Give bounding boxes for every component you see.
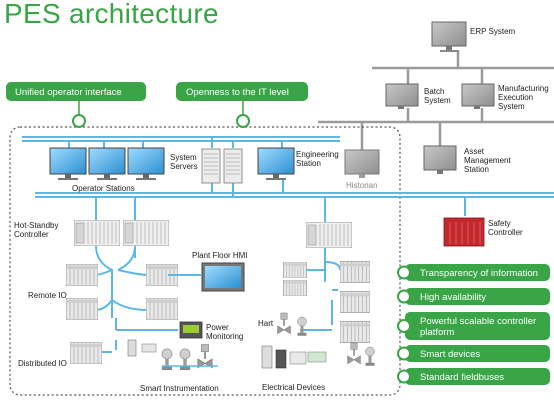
pill-smart-devices: Smart devices	[397, 345, 550, 362]
power-meter-icon	[179, 321, 203, 339]
field-controller-icon	[306, 222, 352, 248]
hot-standby-controller-b-icon	[123, 220, 169, 246]
smart-instrument-group	[127, 339, 218, 370]
erp-monitor-icon	[431, 21, 467, 52]
remote-io-rack-2-icon	[66, 298, 98, 320]
server-1-icon	[201, 148, 221, 184]
hmi-panel-icon	[201, 262, 245, 292]
hart-valve-icon	[277, 312, 291, 335]
operator-station-1-icon	[49, 147, 87, 180]
pill-transparency-text: Transparency of information	[420, 268, 538, 279]
field-io-rack-1-icon	[340, 261, 370, 283]
safety-controller-icon	[443, 217, 485, 247]
hart-transmitter-icon	[297, 316, 307, 336]
electrical-devices-group	[261, 342, 375, 369]
valve-icon	[197, 344, 213, 369]
unified-operator-text: Unified operator interface	[15, 87, 122, 98]
pill-high-availability-text: High availability	[420, 292, 486, 303]
pill-standard-fieldbuses: Standard fieldbuses	[397, 368, 550, 385]
control-network	[22, 136, 554, 222]
remote-io-rack-4-icon	[146, 298, 178, 320]
historian-label: Historian	[346, 181, 378, 190]
plant-boundary	[9, 126, 401, 396]
openness-text: Openness to the IT level	[186, 87, 289, 98]
smart-instrumentation-label: Smart Instrumentation	[140, 384, 219, 393]
operator-stations-label: Operator Stations	[72, 184, 135, 193]
operator-station-2-icon	[88, 147, 126, 180]
field-io-rack-3-icon	[340, 321, 370, 343]
mes-monitor-icon	[461, 83, 495, 109]
transmitter-icon-2	[179, 348, 191, 370]
electrical-rack-2-icon	[282, 280, 308, 296]
distributed-io-label: Distributed IO	[18, 359, 67, 368]
hart-label: Hart	[258, 319, 274, 328]
pill-standard-fieldbuses-text: Standard fieldbuses	[420, 372, 504, 383]
pill-high-availability: High availability	[397, 288, 550, 305]
engineering-station-icon	[257, 147, 295, 180]
batch-monitor-icon	[385, 83, 419, 109]
pill-smart-devices-text: Smart devices	[420, 349, 480, 360]
hot-standby-controller-a-icon	[74, 220, 120, 246]
plant-floor-hmi-label: Plant Floor HMI	[192, 251, 248, 260]
asset-management-icon	[423, 145, 457, 174]
field-io-rack-2-icon	[340, 291, 370, 313]
electrical-rack-1-icon	[282, 262, 308, 278]
page-title: PES architecture	[4, 0, 219, 29]
transmitter-icon	[161, 348, 173, 370]
electrical-devices-label: Electrical Devices	[262, 383, 325, 392]
operator-station-3-icon	[127, 147, 165, 180]
server-2-icon	[223, 148, 243, 184]
remote-io-label: Remote IO	[28, 291, 67, 300]
erp-label: ERP System	[470, 27, 516, 36]
unified-operator-pill: Unified operator interface	[6, 82, 146, 128]
right-pills: Transparency of information High availab…	[397, 264, 550, 385]
pill-transparency: Transparency of information	[397, 264, 550, 281]
distributed-io-rack-icon	[70, 342, 102, 364]
electrical-transmitter-icon	[365, 346, 375, 366]
remote-io-rack-1-icon	[66, 264, 98, 286]
historian-icon	[344, 149, 380, 178]
openness-pill: Openness to the IT level	[176, 82, 308, 128]
electrical-valve-icon	[347, 342, 361, 365]
